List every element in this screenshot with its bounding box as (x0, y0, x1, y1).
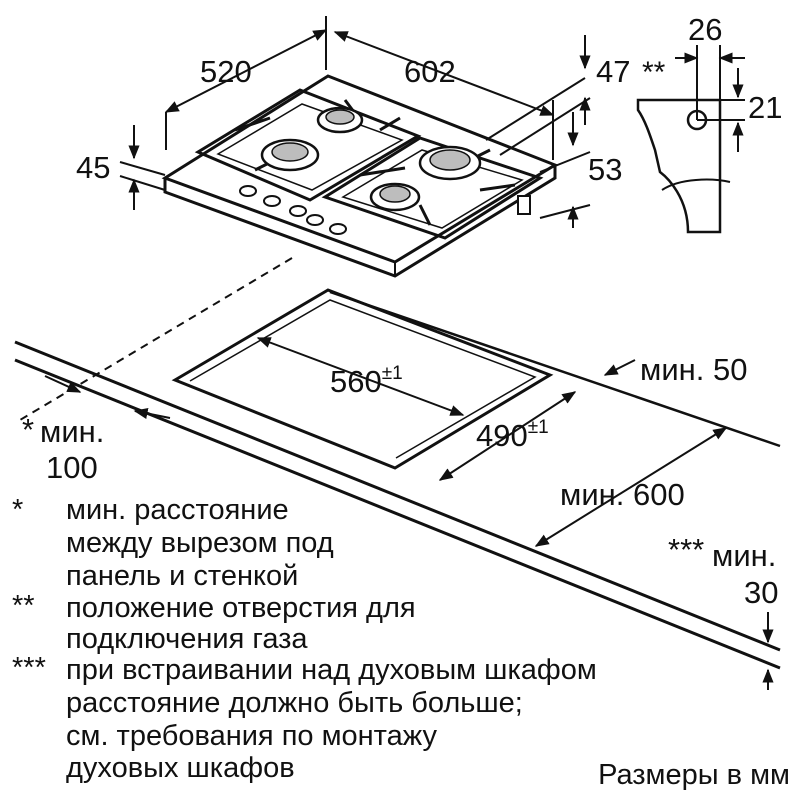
dim-gas-offset-marks: ** (642, 56, 666, 89)
note-2-line-2: подключения газа (66, 623, 308, 655)
dim-connector-height: 21 (748, 90, 782, 125)
note-1-line-2: между вырезом под (66, 527, 334, 559)
control-knobs (239, 185, 347, 235)
dim-min-below-mark: *** (668, 532, 704, 567)
dim-cutout-depth: 490±1 (476, 417, 549, 453)
dim-hob-depth: 520 (200, 54, 252, 89)
note-1-line-3: панель и стенкой (66, 560, 299, 592)
note-3-line-4: духовых шкафов (66, 752, 295, 784)
dim-min-depth: мин. 600 (560, 477, 685, 512)
dim-hob-width: 602 (404, 54, 456, 89)
dim-min-below-value: 30 (744, 575, 778, 610)
note-3-line-3: см. требования по монтажу (66, 720, 437, 752)
burner-front-right (369, 182, 421, 212)
burner-back-right (418, 145, 482, 181)
dim-hob-height: 45 (76, 150, 110, 185)
gas-connector (517, 195, 531, 215)
dim-min-side-label: мин. (40, 414, 104, 449)
hob (161, 74, 559, 278)
note-3-mark: *** (12, 652, 46, 684)
dim-min-below-label: мин. (712, 538, 776, 573)
note-2-mark: ** (12, 590, 35, 622)
note-1-line-1: мин. расстояние (66, 494, 289, 526)
note-3-line-2: расстояние должно быть больше; (66, 687, 523, 719)
dim-cutout-width: 560±1 (330, 363, 403, 399)
dim-min-side-mark: * (22, 412, 34, 447)
connector-detail (636, 45, 745, 234)
note-3-line-1: при встраивании над духовым шкафом (66, 654, 597, 686)
dim-min-side-value: 100 (46, 450, 98, 485)
units-label: Размеры в мм (598, 759, 790, 791)
burner-front-left (260, 138, 320, 172)
dim-gas-offset: 47 (596, 54, 630, 89)
note-1-mark: * (12, 494, 24, 526)
dim-connector-width: 26 (688, 12, 722, 47)
projection-line (19, 257, 293, 421)
burner-back-left (316, 106, 364, 134)
dim-min-back: мин. 50 (640, 352, 747, 387)
note-2-line-1: положение отверстия для (66, 592, 416, 624)
dim-frame-height: 53 (588, 152, 622, 187)
